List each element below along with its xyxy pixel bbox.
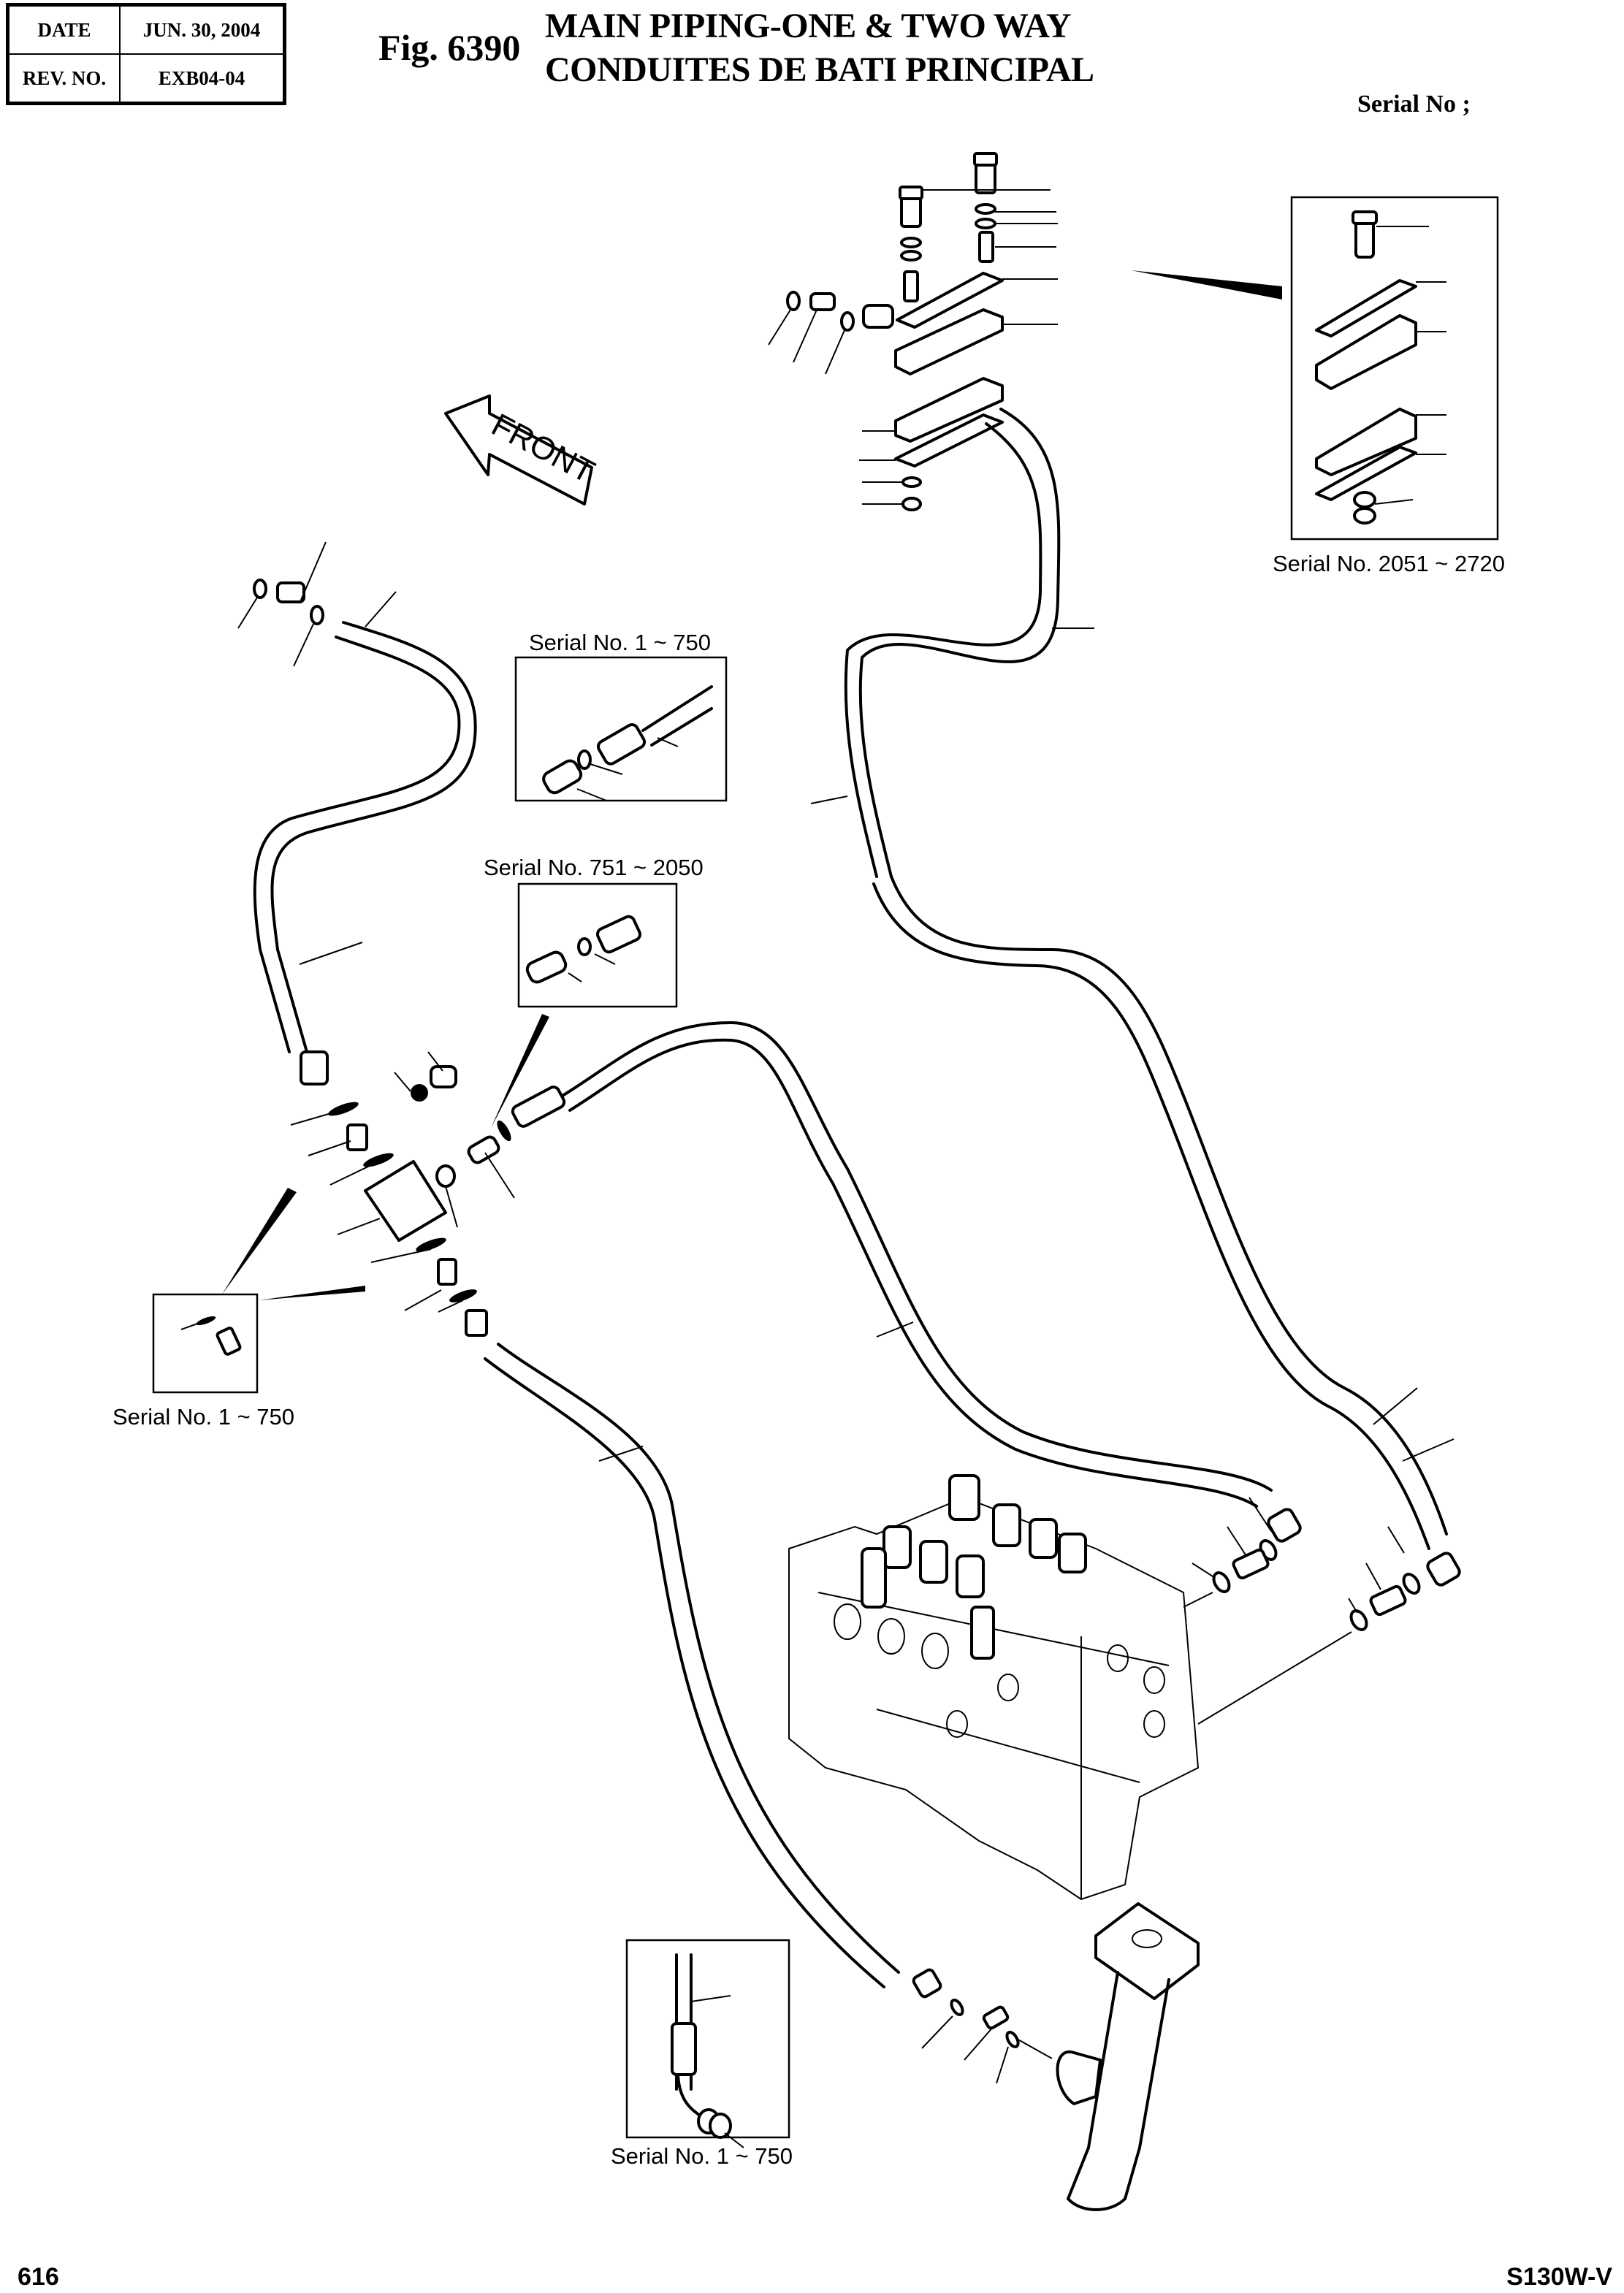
page-number: 616 — [18, 2263, 59, 2291]
rev-value: EXB04-04 — [119, 53, 286, 104]
caption-inset-elbow: Serial No. 1 ~ 750 — [611, 2143, 793, 2169]
suction-tube — [1056, 1902, 1200, 2211]
title-french: CONDUITES DE BATI PRINCIPAL — [545, 50, 1094, 89]
left-hose — [237, 541, 477, 1086]
title-english: MAIN PIPING-ONE & TWO WAY — [545, 7, 1072, 45]
caption-inset-adapter: Serial No. 1 ~ 750 — [113, 1404, 295, 1430]
pipe-clamp-assembly — [768, 152, 1058, 511]
inset-pointer — [222, 1188, 297, 1294]
swivel-block-left — [290, 1051, 515, 1337]
caption-inset-hose-mid: Serial No. 751 ~ 2050 — [484, 855, 704, 880]
inset-pointer — [259, 1286, 365, 1300]
inset-elbow-detail — [625, 1939, 790, 2139]
inset-hose-fitting-mid — [517, 882, 678, 1008]
revision-table: DATE JUN. 30, 2004 REV. NO. EXB04-04 — [6, 3, 286, 105]
inset-adapter-detail — [152, 1293, 259, 1394]
page-title: MAIN PIPING-ONE & TWO WAY CONDUITES DE B… — [545, 4, 1094, 92]
inset-pointer — [1131, 270, 1282, 299]
main-hose-middle — [511, 875, 1455, 1550]
date-value: JUN. 30, 2004 — [119, 4, 286, 55]
caption-inset-clamp: Serial No. 2051 ~ 2720 — [1273, 551, 1505, 576]
main-control-valve — [788, 1474, 1200, 1901]
rev-label: REV. NO. — [7, 53, 121, 104]
caption-inset-hose-early: Serial No. 1 ~ 750 — [529, 630, 712, 655]
front-arrow-icon: FRONT — [444, 394, 601, 505]
inset-pointer — [491, 1014, 549, 1128]
date-label: DATE — [7, 4, 121, 55]
serial-heading: Serial No ; — [1357, 91, 1471, 118]
figure-number: Fig. 6390 — [378, 27, 521, 68]
model-code: S130W-V — [1506, 2263, 1612, 2291]
